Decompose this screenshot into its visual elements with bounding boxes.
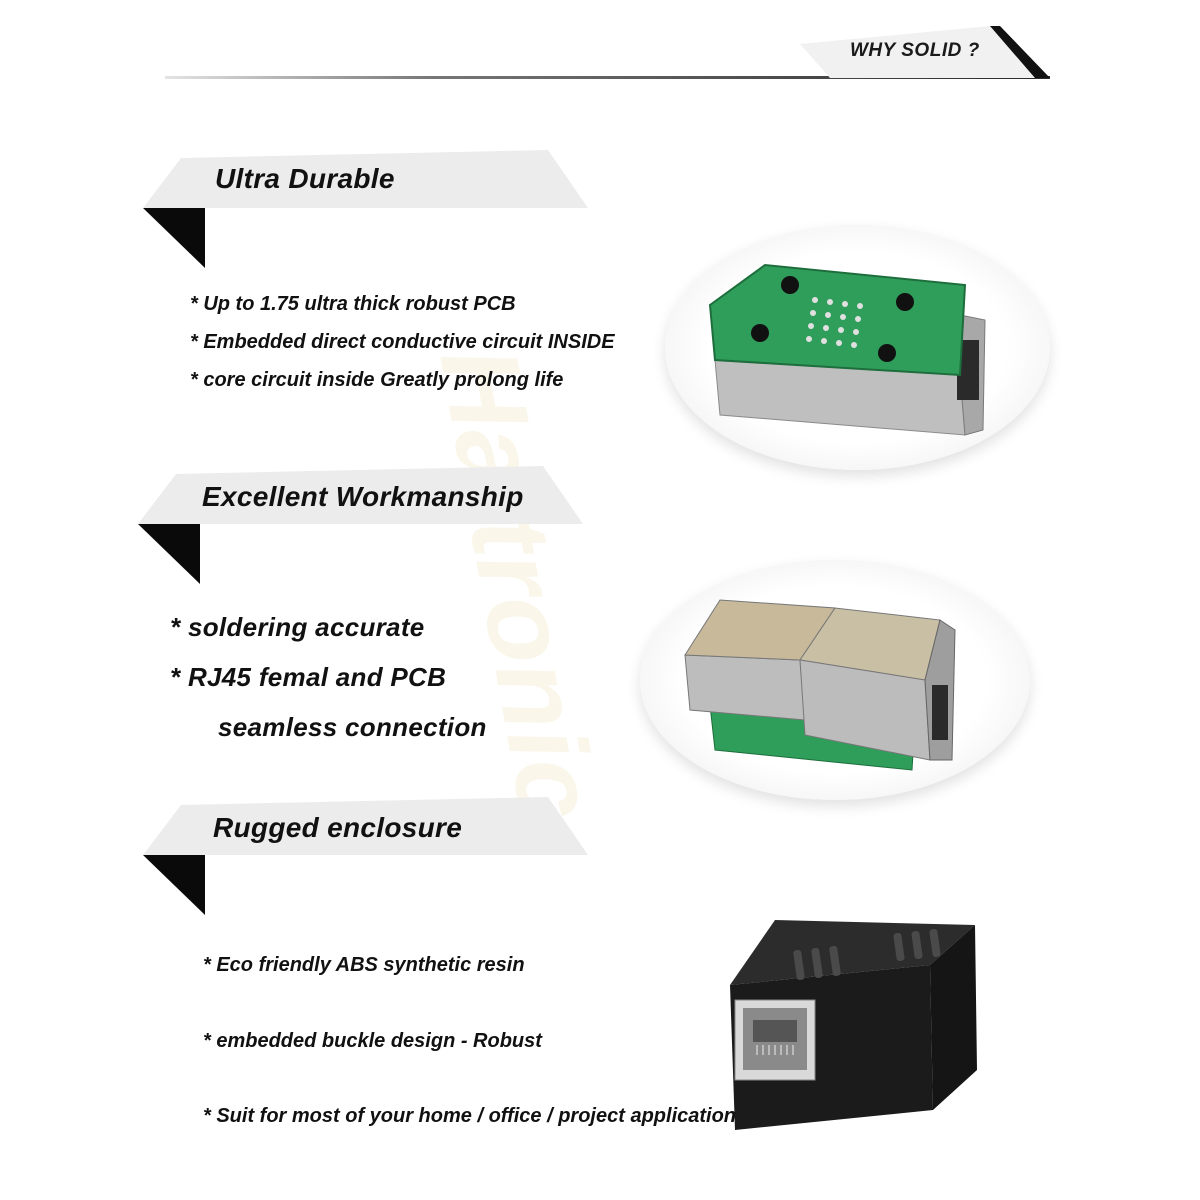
section-banner-2	[138, 466, 583, 584]
bullet-soldering: * soldering accurate	[170, 612, 425, 642]
bullet-buckle-design: * embedded buckle design - Robust	[203, 1030, 542, 1052]
header-title: WHY SOLID ?	[850, 40, 980, 61]
bullet-rj45-pcb: * RJ45 femal and PCB	[170, 662, 447, 692]
section-title-ultra-durable: Ultra Durable	[215, 163, 395, 194]
bullet-seamless-connection: seamless connection	[218, 712, 487, 742]
metal-shielded-rj45-coupler-icon	[684, 599, 956, 771]
bullet-prolong-life: * core circuit inside Greatly prolong li…	[190, 369, 564, 391]
product-photo-pcb	[665, 225, 1050, 470]
section-banner-3	[143, 797, 588, 915]
black-abs-rj45-coupler-icon	[730, 920, 977, 1130]
section-banner-1	[143, 150, 588, 268]
section-title-rugged-enclosure: Rugged enclosure	[213, 812, 463, 843]
header-tab	[800, 26, 1050, 78]
product-photo-metal	[640, 560, 1030, 800]
bullet-application: * Suit for most of your home / office / …	[203, 1105, 737, 1127]
section-title-excellent-workmanship: Excellent Workmanship	[202, 481, 524, 512]
bullet-eco-abs: * Eco friendly ABS synthetic resin	[203, 954, 525, 976]
green-pcb-rj45-coupler-icon	[708, 263, 986, 436]
bullet-embedded-circuit: * Embedded direct conductive circuit INS…	[190, 331, 615, 353]
product-photo-enclosure	[715, 905, 990, 1140]
header-divider	[165, 76, 1050, 79]
bullet-pcb-thickness: * Up to 1.75 ultra thick robust PCB	[190, 293, 516, 315]
